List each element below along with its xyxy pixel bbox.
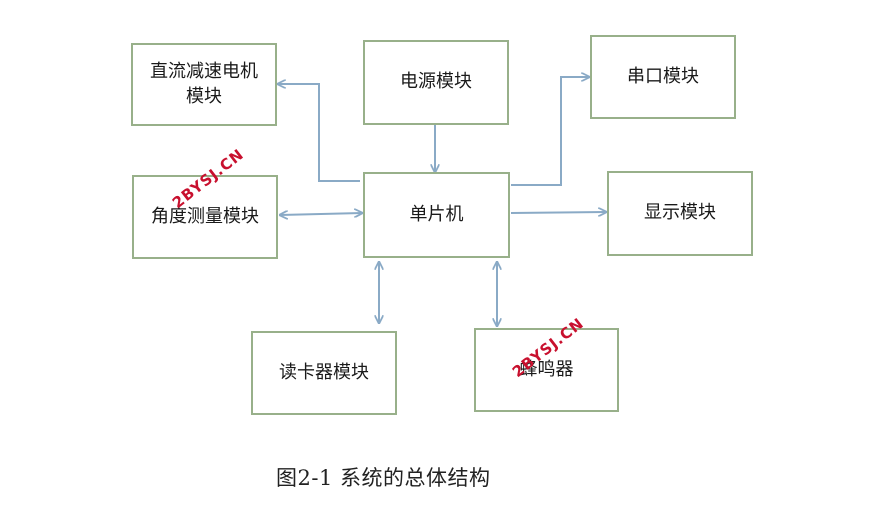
mcu-box: 单片机	[363, 172, 510, 258]
serial-module-label: 串口模块	[627, 65, 699, 87]
angle-module-box: 角度测量模块	[132, 175, 278, 259]
display-module-box: 显示模块	[607, 171, 753, 256]
card-reader-module-label: 读卡器模块	[279, 361, 369, 383]
dc-motor-module-box: 直流减速电机 模块	[131, 43, 277, 126]
power-module-label: 电源模块	[400, 71, 472, 93]
buzzer-module-label: 蜂鸣器	[519, 358, 574, 380]
angle-module-label: 角度测量模块	[151, 205, 259, 227]
mcu-label: 单片机	[409, 203, 464, 225]
arrow-mcu-to-display	[510, 212, 606, 213]
arrow-angle-mcu	[280, 213, 362, 215]
arrow-mcu-to-serial	[511, 77, 589, 186]
card-reader-module-box: 读卡器模块	[251, 331, 397, 415]
power-module-box: 电源模块	[363, 40, 509, 125]
figure-caption: 图2-1 系统的总体结构	[276, 466, 491, 490]
dc-motor-module-label: 直流减速电机 模块	[150, 61, 258, 107]
arrow-mcu-to-dc-motor	[278, 84, 360, 182]
serial-module-box: 串口模块	[590, 35, 736, 119]
buzzer-module-box: 蜂鸣器	[474, 328, 619, 412]
display-module-label: 显示模块	[644, 202, 716, 224]
